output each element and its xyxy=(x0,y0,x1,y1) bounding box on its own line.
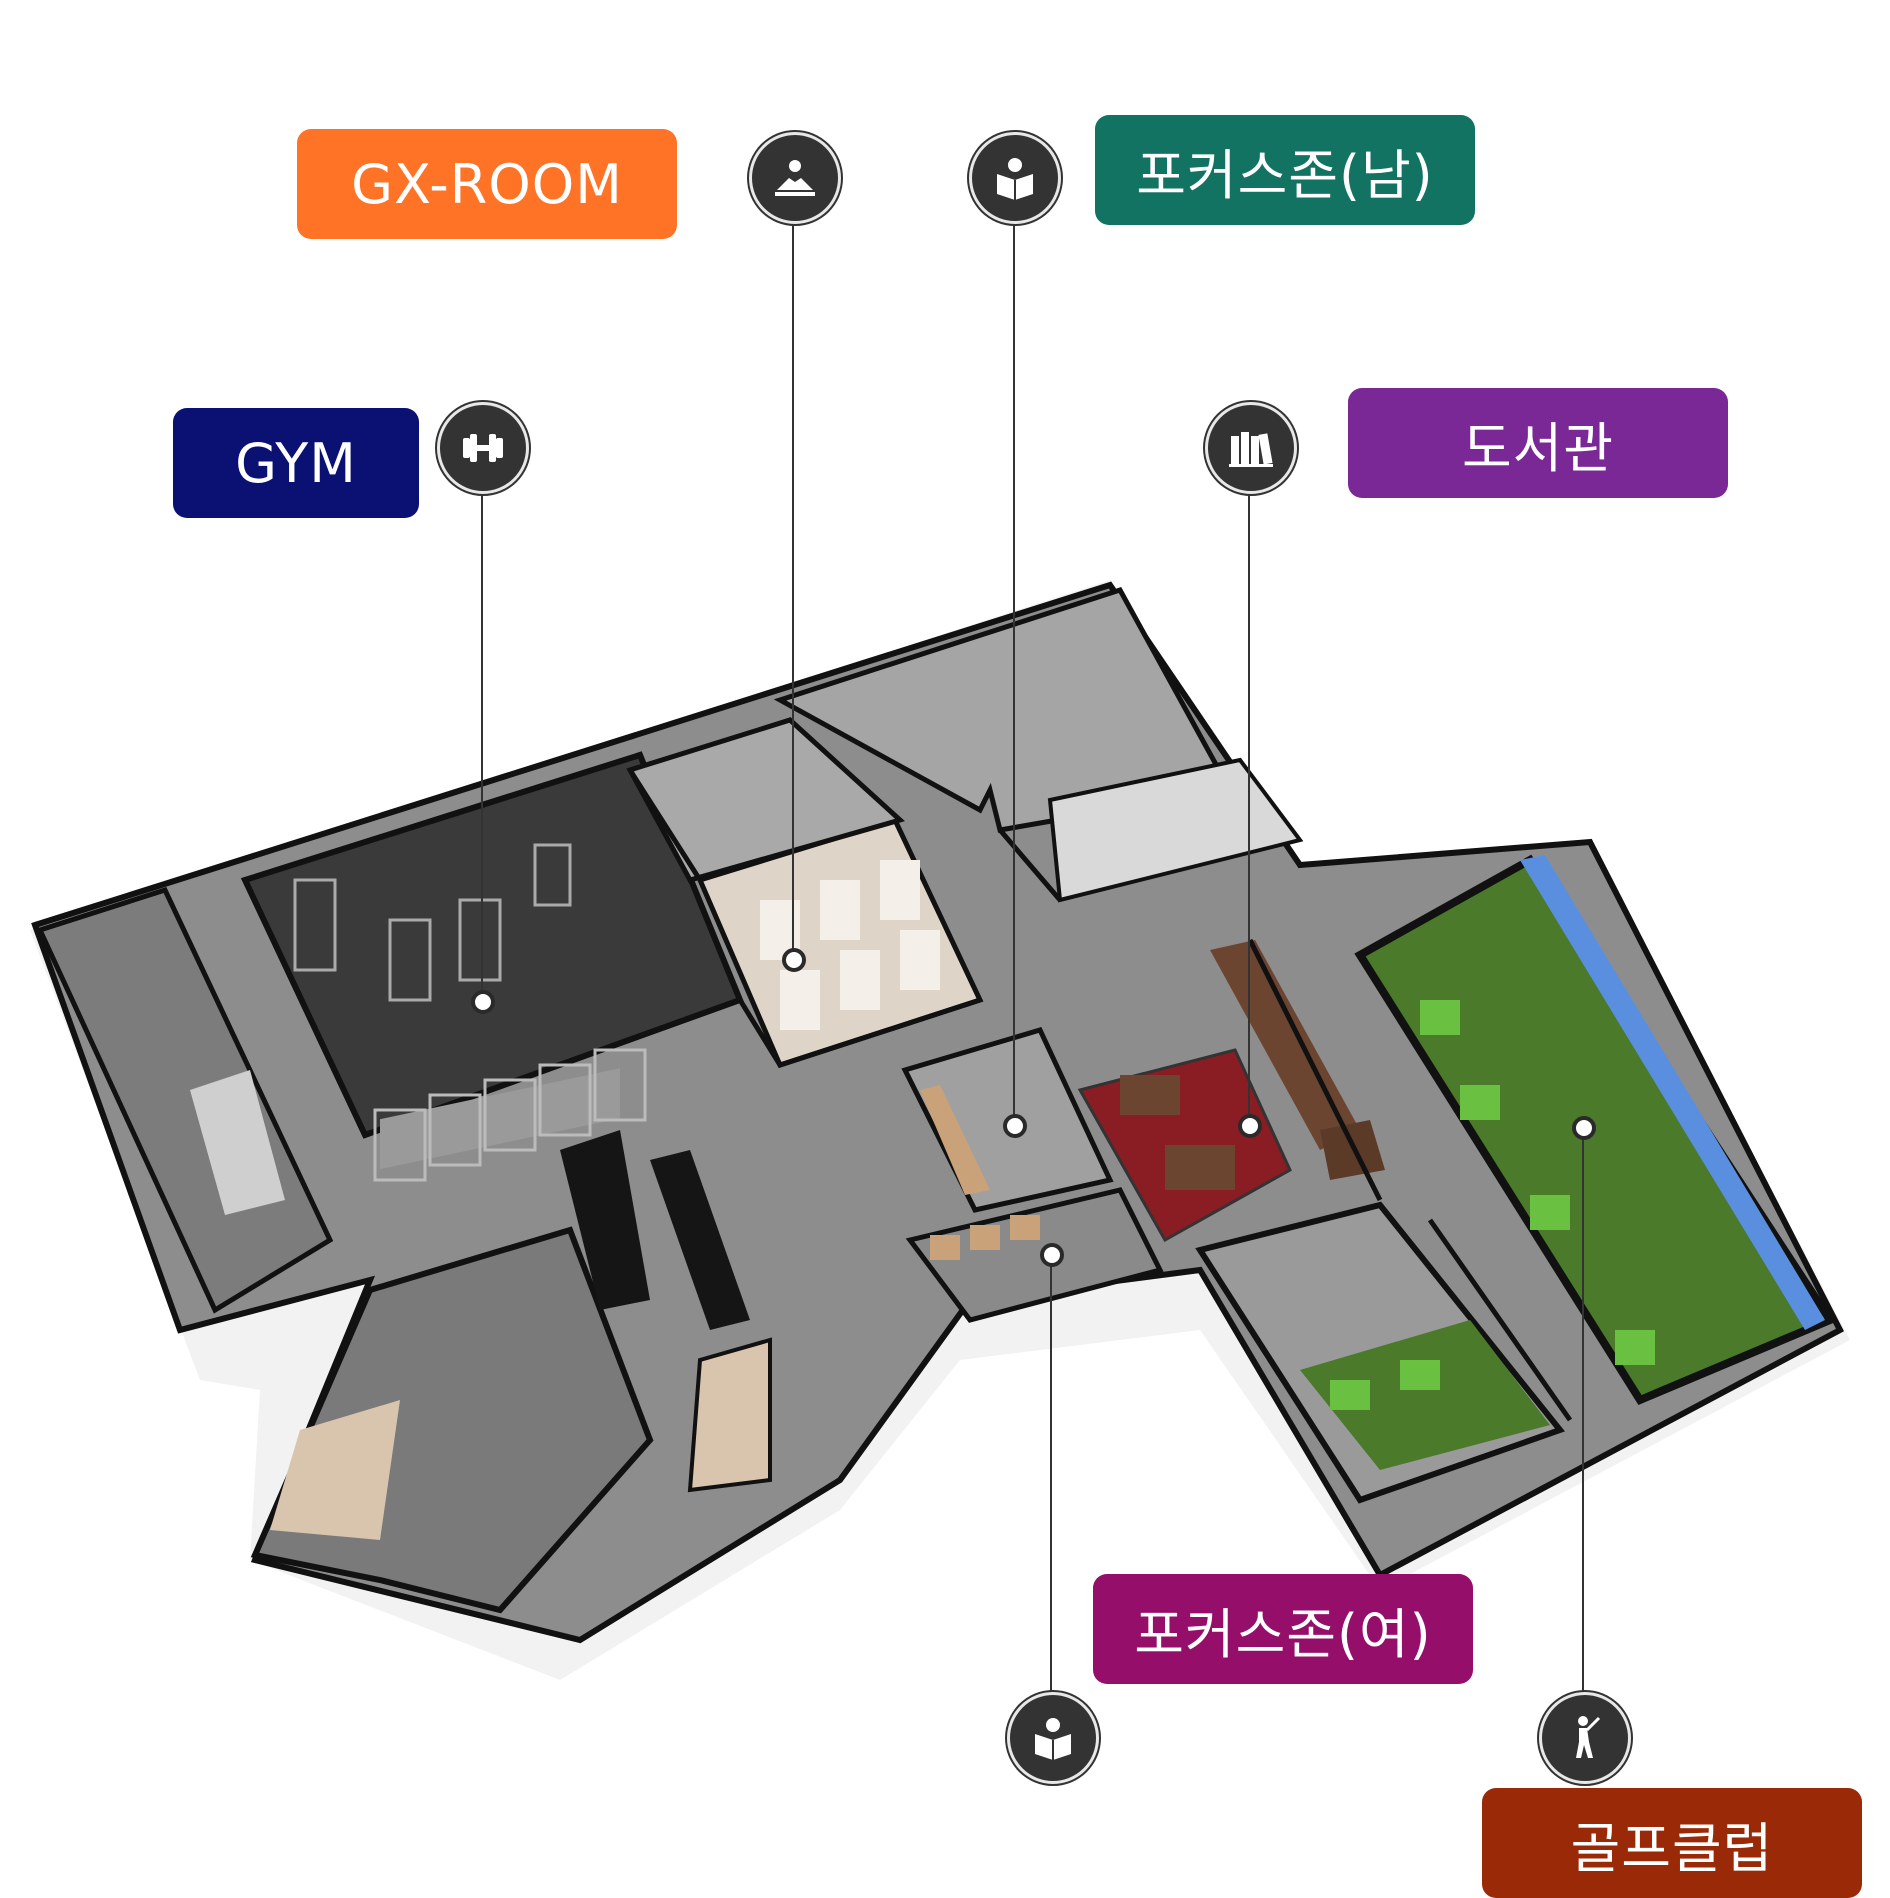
focus-male-pin[interactable] xyxy=(969,132,1061,224)
golf-club-label[interactable]: 골프클럽 xyxy=(1482,1788,1862,1898)
gx-room-label[interactable]: GX-ROOM xyxy=(297,129,677,239)
focus-female-leader-line xyxy=(1050,1255,1052,1727)
gx-room-leader-line xyxy=(792,178,794,958)
golf-location-dot xyxy=(1572,1116,1596,1140)
golf-leader-line xyxy=(1582,1126,1584,1736)
focus-female-location-dot xyxy=(1040,1243,1064,1267)
focus-zone-female-label[interactable]: 포커스존(여) xyxy=(1093,1574,1473,1684)
focus-female-pin[interactable] xyxy=(1007,1692,1099,1784)
gym-leader-line xyxy=(481,450,483,994)
gx-room-pin[interactable] xyxy=(749,132,841,224)
focus-male-leader-line xyxy=(1013,178,1015,1126)
library-pin[interactable] xyxy=(1205,402,1297,494)
library-label[interactable]: 도서관 xyxy=(1348,388,1728,498)
upper-room-left xyxy=(626,717,906,883)
gym-label[interactable]: GYM xyxy=(173,408,419,518)
focus-zone-female-room xyxy=(905,1187,1164,1323)
golf-club-pin[interactable] xyxy=(1539,1692,1631,1784)
library-leader-line xyxy=(1248,478,1250,1126)
reading-icon xyxy=(1035,1718,1071,1760)
yoga-icon xyxy=(775,160,815,196)
reading-icon xyxy=(997,158,1033,200)
gym-pin[interactable] xyxy=(437,402,529,494)
books-icon xyxy=(1229,432,1273,467)
dumbbell-icon xyxy=(463,434,503,462)
focus-zone-male-label[interactable]: 포커스존(남) xyxy=(1095,115,1475,225)
focus-male-location-dot xyxy=(1003,1114,1027,1138)
gym-location-dot xyxy=(471,990,495,1014)
library-location-dot xyxy=(1238,1114,1262,1138)
golfer-icon xyxy=(1576,1716,1601,1758)
gx-room-location-dot xyxy=(782,948,806,972)
